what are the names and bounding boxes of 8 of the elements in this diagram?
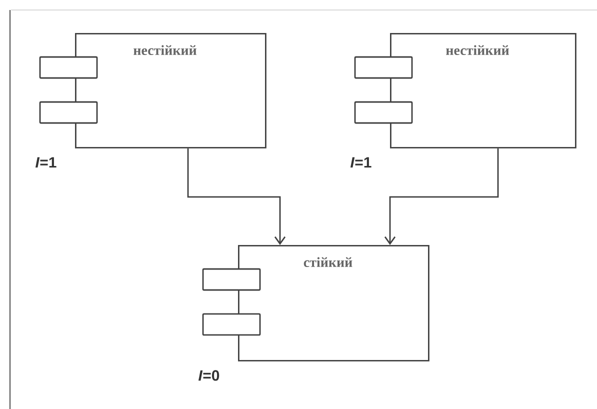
component-box: стійкий [202,244,430,362]
component-box: нестійкий [354,32,576,148]
multiplicity-label: I=0 [198,370,220,381]
arrow [384,148,499,245]
component-box: нестійкий [39,32,266,148]
arrow [187,148,286,245]
multiplicity-label: I=1 [35,157,56,168]
multiplicity-label: I=1 [350,157,372,168]
